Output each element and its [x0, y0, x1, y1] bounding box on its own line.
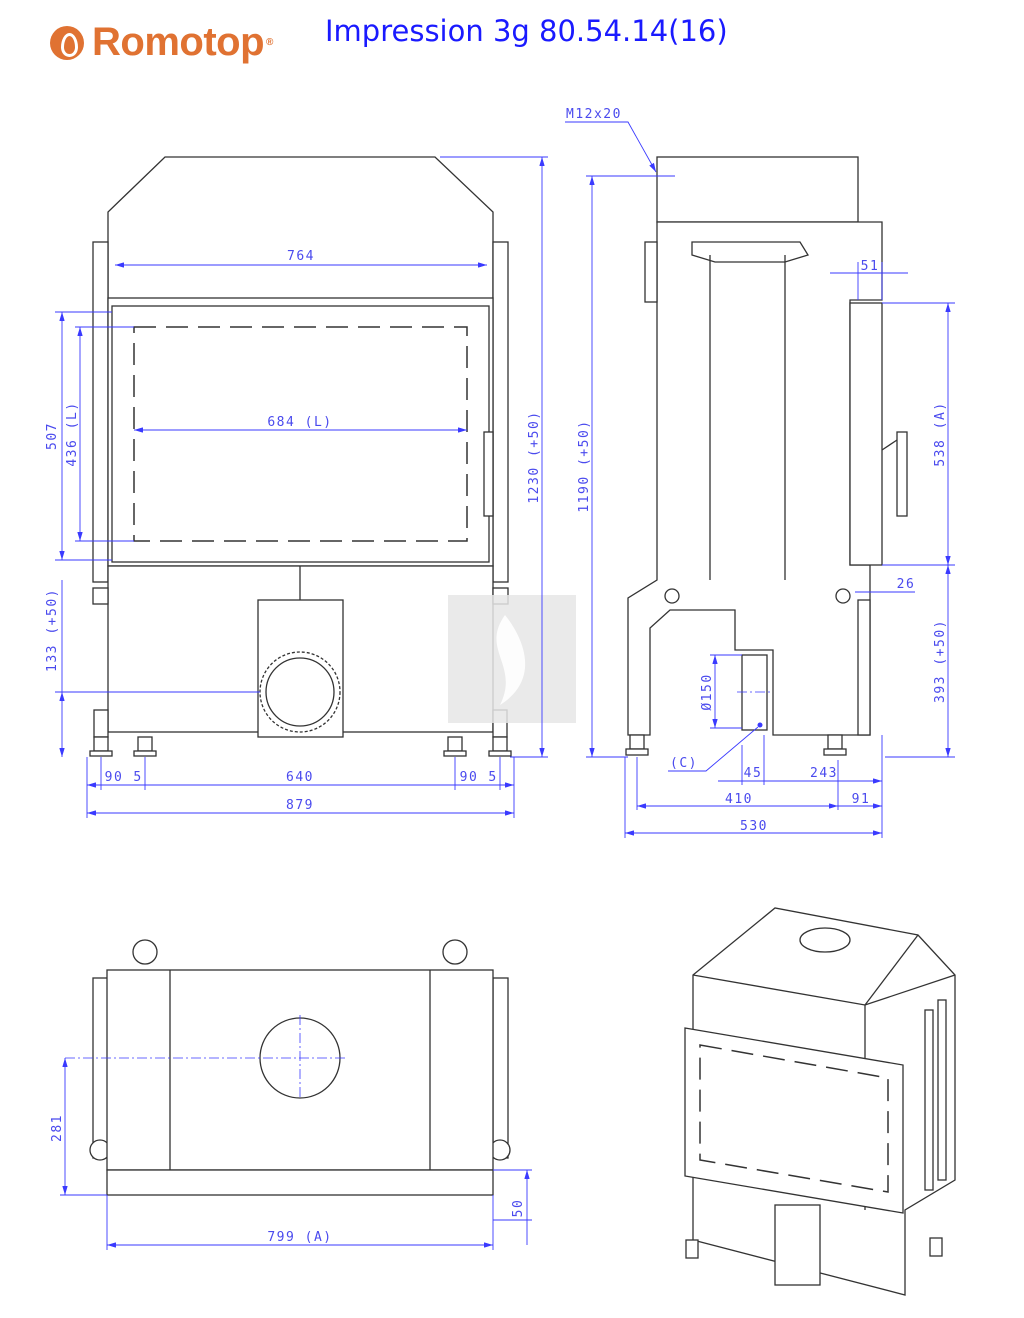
dim-393: 393 (+50) — [933, 619, 948, 703]
dim-90-left: 90 — [105, 770, 124, 785]
flame-logo-icon — [50, 25, 84, 60]
dim-51: 51 — [861, 259, 880, 274]
dim-133: 133 (+50) — [45, 588, 60, 672]
front-view: 764 684 (L) 507 436 (L) 1230 (+50) 133 (… — [45, 156, 576, 818]
dim-530: 530 — [740, 819, 768, 834]
dim-538: 538 (A) — [933, 401, 948, 466]
isometric-view — [684, 907, 956, 1296]
dim-507: 507 — [45, 422, 60, 450]
dim-879: 879 — [286, 798, 314, 813]
dim-1190: 1190 (+50) — [577, 419, 592, 512]
dim-50: 50 — [511, 1199, 526, 1218]
registered-mark: ® — [266, 37, 273, 48]
dim-764: 764 — [287, 249, 315, 264]
dim-640: 640 — [286, 770, 314, 785]
dim-90-right: 90 — [460, 770, 479, 785]
dim-436: 436 (L) — [65, 401, 80, 466]
dim-diameter-150: Ø150 — [700, 673, 715, 710]
adjustable-feet — [89, 709, 512, 757]
dim-45: 45 — [744, 766, 763, 781]
dim-684: 684 (L) — [267, 415, 332, 430]
brand-name: Romotop — [92, 20, 265, 64]
dim-281: 281 — [50, 1114, 65, 1142]
dim-5-left: 5 — [133, 770, 142, 785]
dim-799: 799 (A) — [267, 1230, 332, 1245]
romotop-logo: Romotop® — [50, 20, 273, 65]
dim-m12x20: M12x20 — [566, 107, 622, 122]
dim-1230: 1230 (+50) — [527, 410, 542, 503]
dim-5-right: 5 — [488, 770, 497, 785]
side-view: M12x20 1190 (+50) 51 538 (A) 26 393 (+50… — [565, 107, 955, 838]
dim-26: 26 — [897, 577, 916, 592]
top-view: 281 799 (A) 50 — [50, 939, 532, 1250]
dim-410: 410 — [725, 792, 753, 807]
dim-91: 91 — [852, 792, 871, 807]
label-point-c: (C) — [670, 756, 698, 771]
dim-243: 243 — [810, 766, 838, 781]
page-title: Impression 3g 80.54.14(16) — [325, 14, 728, 48]
